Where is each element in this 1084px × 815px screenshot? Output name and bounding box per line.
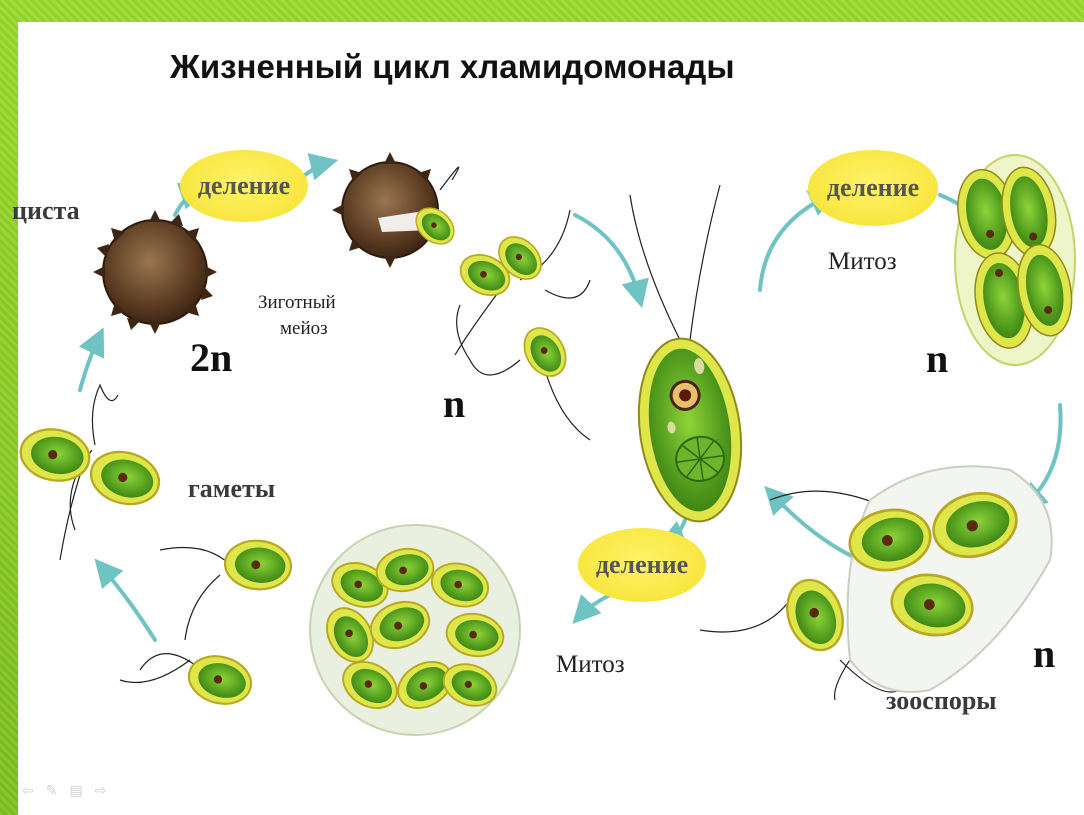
pen-icon[interactable]: ✎ [46,783,58,799]
zoospores-label: зооспоры [886,686,997,716]
zoospore-4 [778,572,852,658]
ploidy-right-colony: n [926,335,948,382]
zoospore-sporangium [778,466,1052,692]
division-label-top-left: деление [180,150,308,222]
cyst-label: циста [12,196,80,226]
division-text: деление [827,173,919,203]
gamete-1 [223,538,293,592]
haploid-cell-3 [516,321,574,384]
adult-chlamydomonas [628,332,753,528]
ploidy-after-meiosis: n [443,380,465,427]
forward-arrow-icon[interactable]: ⇨ [95,783,107,799]
arrow-meiosis-to-cell [575,215,640,300]
arrow-pair-to-cyst [80,335,100,390]
ploidy-zoospores: n [1033,630,1055,677]
division-label-top-right: деление [808,150,938,226]
arrow-gametes-to-pair [100,565,155,640]
division-label-bottom: деление [578,528,706,602]
germinating-zygote [332,152,461,268]
arrow-zoospores-to-cell [770,492,860,560]
slide-title: Жизненный цикл хламидомонады [170,48,735,86]
zygotic-meiosis-line1: Зиготный [258,290,336,316]
ploidy-cyst: 2n [190,334,232,381]
fusing-gametes [17,424,165,511]
zygotic-meiosis-label: Зиготный мейоз [258,290,336,342]
gamete-2 [184,650,257,711]
arrow-division-to-zygote [305,162,330,175]
division-text: деление [198,171,290,201]
division-text: деление [596,550,688,580]
zygotic-meiosis-line2: мейоз [258,316,336,342]
gametes-label: гаметы [188,474,275,504]
gametangium-colony [310,525,520,735]
mitosis-label-bottom: Митоз [556,651,625,679]
cyst-cell [93,210,217,334]
mitosis-label-top: Митоз [828,248,897,276]
slideshow-toolbar: ⇦ ✎ ▤ ⇨ [22,783,106,799]
back-arrow-icon[interactable]: ⇦ [22,783,34,799]
menu-icon[interactable]: ▤ [69,783,82,799]
mitotic-colony-top [951,155,1079,365]
